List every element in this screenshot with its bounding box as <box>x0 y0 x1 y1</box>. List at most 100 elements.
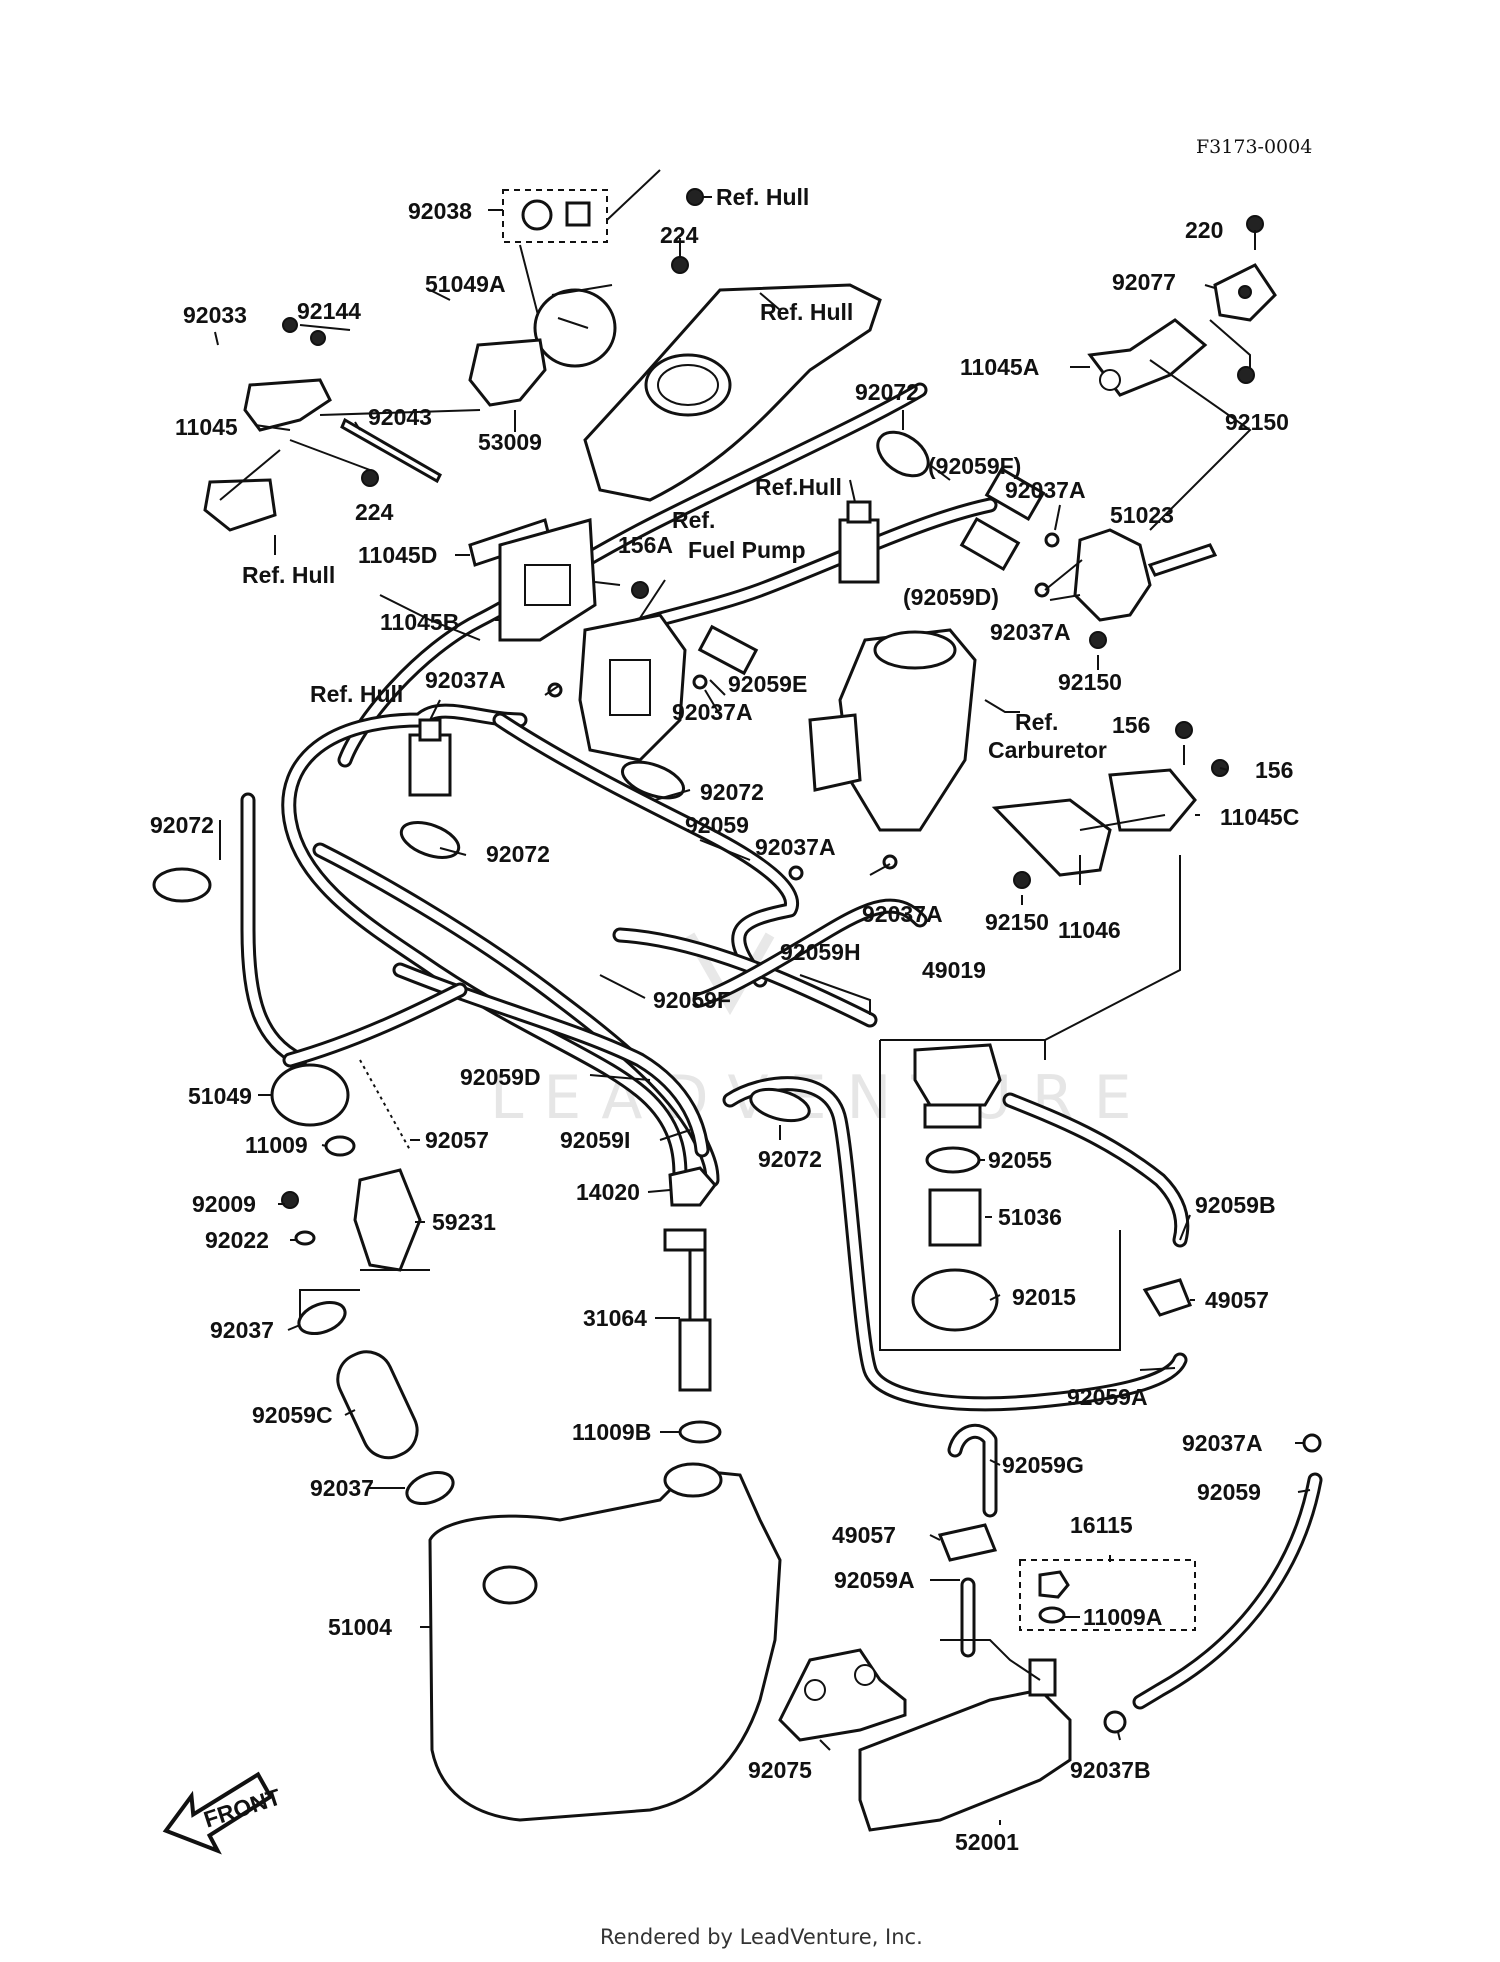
part-92075-bracket <box>778 1648 907 1742</box>
callout-49057-a: 49057 <box>1205 1287 1269 1313</box>
part-156a-bolt <box>631 581 649 599</box>
callout-92015: 92015 <box>1012 1284 1076 1310</box>
callout-92059e: 92059E <box>728 671 807 697</box>
callout-52001: 52001 <box>955 1829 1019 1855</box>
callout-92059a-b: 92059A <box>834 1567 915 1593</box>
callout-11009a: 11009A <box>1083 1604 1162 1630</box>
part-11009b-gasket <box>678 1420 722 1444</box>
part-92057-chain <box>359 1059 411 1151</box>
callout-92037a-c: 92037A <box>425 667 506 693</box>
part-52001-sub-tank <box>858 1658 1072 1832</box>
clamp-92072-left <box>152 867 212 903</box>
part-92150-bolt-c <box>1013 871 1031 889</box>
callout-11045a: 11045A <box>960 354 1039 380</box>
clamp-92037-a <box>297 1300 347 1336</box>
callout-92077: 92077 <box>1112 269 1176 295</box>
callout-92059d-paren: (92059D) <box>903 584 999 610</box>
part-92150-bolt-a <box>1237 366 1255 384</box>
callout-92037a-d: 92037A <box>672 699 753 725</box>
callout-92059f: 92059F <box>653 987 731 1013</box>
hose-network <box>240 382 1323 1710</box>
part-92037a-clip-right <box>1302 1433 1322 1453</box>
callout-92059a-a: 92059A <box>1067 1384 1148 1410</box>
callout-51049: 51049 <box>188 1083 252 1109</box>
part-16115-fitting-set <box>1019 1559 1196 1631</box>
callout-53009: 53009 <box>478 429 542 455</box>
part-156-bolts <box>1175 721 1229 777</box>
callout-92037a-e: 92037A <box>755 834 836 860</box>
callout-ref-fuel-pump-b: Fuel Pump <box>688 537 806 563</box>
part-11045c-bracket <box>1108 768 1197 832</box>
callout-49057-b: 49057 <box>832 1522 896 1548</box>
callout-92037-b: 92037 <box>310 1475 374 1501</box>
part-ref-hull-clip <box>408 718 452 797</box>
callout-ref-hull-d: Ref. Hull <box>242 562 335 588</box>
callout-92072-a: 92072 <box>700 779 764 805</box>
part-49019-fuel-filter-assembly <box>879 855 1181 1351</box>
callout-92009: 92009 <box>192 1191 256 1217</box>
part-11045-bracket <box>203 317 442 532</box>
callout-51023: 51023 <box>1110 502 1174 528</box>
callout-ref-fuel-pump-a: Ref. <box>672 507 715 533</box>
part-224-bolt-top <box>671 256 689 274</box>
callout-156-a: 156 <box>1112 712 1150 738</box>
part-92022-washer <box>294 1230 316 1246</box>
hose-stub-92059d <box>959 516 1021 572</box>
part-ref-carburetor <box>808 628 977 832</box>
callout-92059b: 92059B <box>1195 1192 1276 1218</box>
callout-92150-b: 92150 <box>1058 669 1122 695</box>
callout-92037a-g: 92037A <box>1182 1430 1263 1456</box>
figure-code: F3173-0004 <box>1196 136 1312 158</box>
callout-92144: 92144 <box>297 298 361 324</box>
callout-92150-c: 92150 <box>985 909 1049 935</box>
callout-92075: 92075 <box>748 1757 812 1783</box>
callout-92059h: 92059H <box>780 939 861 965</box>
callout-11045: 11045 <box>175 414 238 440</box>
part-11009-gasket <box>324 1135 356 1157</box>
callout-labels: 92038 Ref. Hull 224 51049A Ref. Hull 220… <box>150 184 1299 1855</box>
callout-49019: 49019 <box>922 957 986 983</box>
part-31064-fuel-level-sensor <box>663 1228 712 1392</box>
callout-11045b: 11045B <box>380 609 459 635</box>
part-11045a-mount <box>1087 318 1208 397</box>
callout-92038: 92038 <box>408 198 472 224</box>
callout-92059g: 92059G <box>1002 1452 1084 1478</box>
callout-92033: 92033 <box>183 302 247 328</box>
callout-92072-top: 92072 <box>855 379 919 405</box>
callout-ref-hull-c: Ref.Hull <box>755 474 842 500</box>
callout-92072-left: 92072 <box>150 812 214 838</box>
callout-92072-b: 92072 <box>486 841 550 867</box>
callout-92055: 92055 <box>988 1147 1052 1173</box>
callout-92037b: 92037B <box>1070 1757 1151 1783</box>
callout-11009b: 11009B <box>572 1419 651 1445</box>
callout-59231: 59231 <box>432 1209 496 1235</box>
callout-92059c: 92059C <box>252 1402 333 1428</box>
front-arrow: FRONT <box>162 1771 284 1855</box>
callout-92059-b: 92059 <box>1197 1479 1261 1505</box>
part-59231-filler-neck <box>353 1168 422 1272</box>
hose-92059-right <box>1132 1472 1323 1710</box>
callout-224-a: 224 <box>660 222 699 248</box>
part-51004-fuel-tank <box>428 1462 782 1822</box>
part-92150-bolt-b <box>1089 631 1107 649</box>
clamp-92072-top <box>876 430 930 478</box>
callout-92059f-paren: (92059F) <box>928 453 1021 479</box>
part-11046-stay <box>991 798 1112 877</box>
hose-92059e <box>697 624 759 676</box>
part-92015-nut <box>911 1268 999 1332</box>
callout-92037-a: 92037 <box>210 1317 274 1343</box>
part-92077-plate <box>1213 263 1277 322</box>
hose-stub-92059f <box>984 466 1046 522</box>
callout-92057: 92057 <box>425 1127 489 1153</box>
callout-ref-hull-a: Ref. Hull <box>716 184 809 210</box>
part-ref-fuel-pump <box>578 613 687 762</box>
part-92037b-clip <box>1103 1710 1127 1734</box>
part-11045b-gasket <box>498 518 597 642</box>
callout-92059i: 92059I <box>560 1127 630 1153</box>
callout-ref-carburetor-b: Carburetor <box>988 737 1107 763</box>
callout-156-b: 156 <box>1255 757 1293 783</box>
hose-clamps <box>152 430 930 1506</box>
callout-92037a-b: 92037A <box>990 619 1071 645</box>
callout-92037a-f: 92037A <box>862 901 943 927</box>
